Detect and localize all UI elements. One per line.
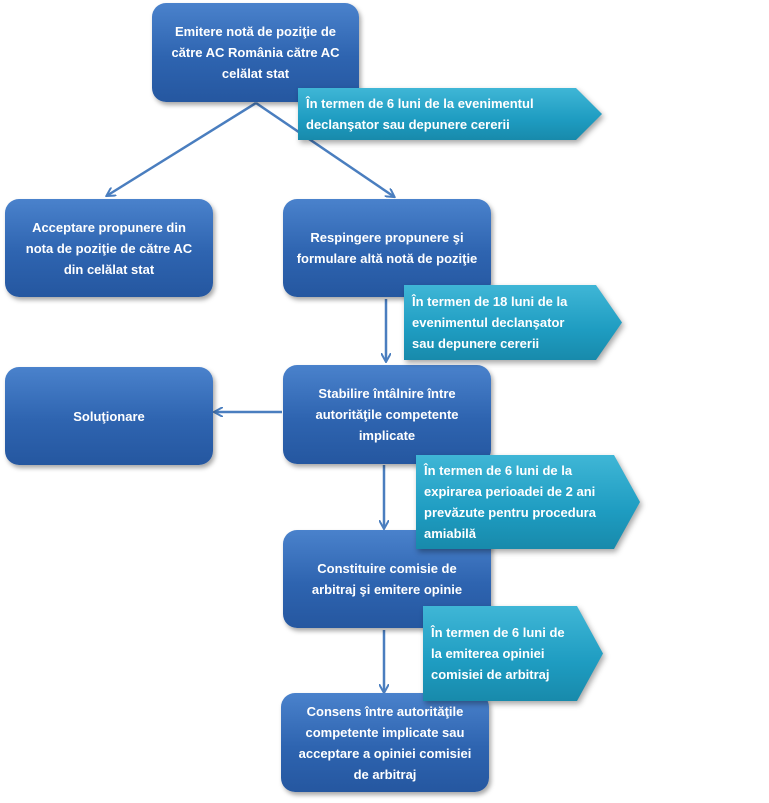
box-solutionare: Soluţionare (5, 367, 213, 465)
box-respingere-propunere: Respingere propunere şi formulare altă n… (283, 199, 491, 297)
arrow-emitere-to-respingere (255, 101, 393, 196)
box-emitere-nota: Emitere notă de poziţie de către AC Româ… (152, 3, 359, 102)
note-termen-6-luni-2: În termen de 6 luni de la expirarea peri… (416, 455, 640, 549)
box-stabilire-intalnire: Stabilire întâlnire între autorităţile c… (283, 365, 491, 464)
note-termen-18-luni: În termen de 18 luni de la evenimentul d… (404, 285, 622, 360)
note-termen-6-luni-1: În termen de 6 luni de la evenimentul de… (298, 88, 602, 140)
box-consens: Consens între autorităţile competente im… (281, 693, 489, 792)
arrow-emitere-to-acceptare (108, 101, 257, 195)
note-termen-6-luni-3: În termen de 6 luni de la emiterea opini… (423, 606, 603, 701)
box-acceptare-propunere: Acceptare propunere din nota de poziţie … (5, 199, 213, 297)
